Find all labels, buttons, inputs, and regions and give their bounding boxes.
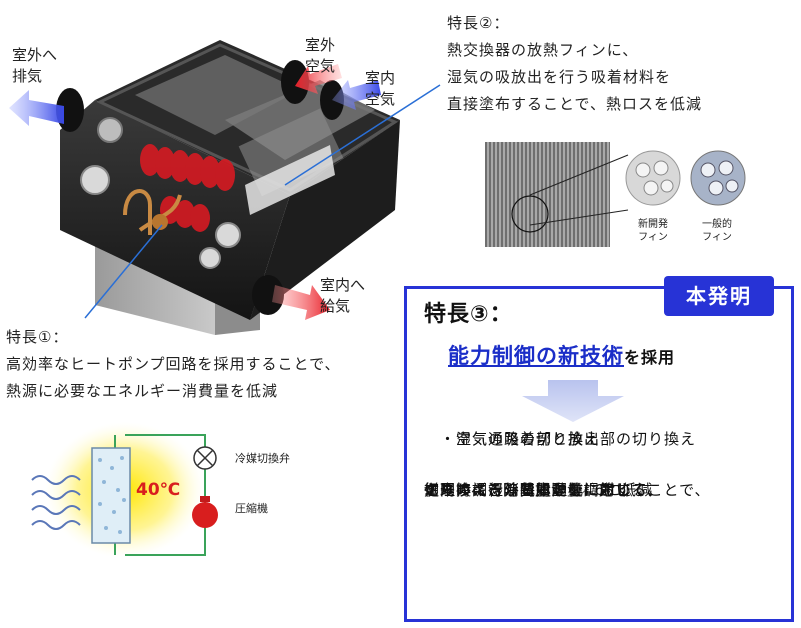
indoor-air-label-line2: 空気 xyxy=(365,90,396,108)
copper-piping xyxy=(123,189,182,235)
exchanger-dots xyxy=(98,456,126,534)
heat-exchanger-block xyxy=(91,447,131,544)
exhaust-label-line2: 排気 xyxy=(12,67,43,85)
exhaust-label: 室外へ 排気 xyxy=(12,45,57,87)
new-fin-label: 新開発 フィン xyxy=(638,218,668,244)
invention-badge: 本発明 xyxy=(664,276,774,316)
circuit-wire xyxy=(125,434,206,556)
general-fin-label-line1: 一般的 xyxy=(702,219,732,230)
feature3-line: を同時に行う基本動作において、 xyxy=(424,481,663,499)
feature1-text: 特長①： 高効率なヒートポンプ回路を採用することで、 熱源に必要なエネルギー消費… xyxy=(6,324,341,405)
fin-photo xyxy=(485,142,610,247)
callout-line-feature1 xyxy=(84,224,163,319)
feature3-line: 切り換える時間間隔を調節することで、 xyxy=(424,481,711,499)
duct-ports xyxy=(56,60,344,315)
feature2-line: 直接塗布することで、熱ロスを低減 xyxy=(447,95,702,113)
exhaust-label-line1: 室外へ xyxy=(12,46,58,64)
feature1-line: 高効率なヒートポンプ回路を採用することで、 xyxy=(6,355,341,373)
feature3-box xyxy=(404,286,794,622)
general-fin-closeup xyxy=(690,150,746,206)
feature3-title: 特長③： xyxy=(424,302,513,327)
feature3-line: 従来の調湿外気処理機に対して xyxy=(424,481,648,499)
new-fin-label-line2: フィン xyxy=(638,232,668,243)
supply-label-line1: 室内へ xyxy=(320,276,366,294)
new-fin-closeup xyxy=(625,150,681,206)
red-coil xyxy=(140,144,235,232)
feature3-bullet: ・湿気の吸着部と放出部の切り換え xyxy=(440,430,697,448)
outdoor-air-label-line1: 室外 xyxy=(305,36,336,54)
down-arrow-icon xyxy=(522,380,624,422)
feature3-headline-emphasis: 能力制御の新技術 xyxy=(448,344,624,368)
feature3-bullet: ・空気通路の切り換え xyxy=(440,430,601,448)
outdoor-air-arrow xyxy=(295,64,342,94)
outdoor-air-label: 室外 空気 xyxy=(305,35,335,77)
general-fin-label: 一般的 フィン xyxy=(702,218,732,244)
feature2-line: 湿気の吸放出を行う吸着材料を xyxy=(447,68,672,86)
callout-line-feature2 xyxy=(284,84,441,186)
air-flow-lines xyxy=(31,475,81,530)
exhaust-arrow xyxy=(9,90,64,126)
feature2-line: 熱交換器の放熱フィンに、 xyxy=(447,41,639,59)
temperature-label: 40℃ xyxy=(136,480,181,500)
feature3-line: 処理すべき除・加湿量に応じて、 xyxy=(424,481,663,499)
heat-pump-circuit xyxy=(31,422,218,558)
indoor-air-arrow xyxy=(332,80,381,110)
feature1-title: 特長①： xyxy=(6,328,69,346)
compressor-icon xyxy=(192,496,218,528)
dehumidifier-unit-illustration xyxy=(9,40,441,335)
supply-label-line2: 給気 xyxy=(320,297,351,315)
new-fin-label-line1: 新開発 xyxy=(638,219,668,230)
feature3-line: エネルギー消費量を1／6に低減 xyxy=(424,481,654,499)
feature3-headline-rest: を採用 xyxy=(624,348,676,367)
compressor-label: 圧縮機 xyxy=(235,502,268,515)
supply-arrow xyxy=(272,285,330,320)
general-fin-label-line2: フィン xyxy=(702,232,732,243)
fin-zoom-lines xyxy=(529,154,629,226)
feature2-title: 特長②： xyxy=(447,14,510,32)
feature2-text: 特長②： 熱交換器の放熱フィンに、 湿気の吸放出を行う吸着材料を 直接塗布するこ… xyxy=(447,10,702,118)
supply-label: 室内へ 給気 xyxy=(320,275,365,317)
valve-label: 冷媒切換弁 xyxy=(235,452,290,465)
feature1-line: 熱源に必要なエネルギー消費量を低減 xyxy=(6,382,279,400)
indoor-air-label: 室内 空気 xyxy=(365,68,395,110)
fans xyxy=(80,117,241,269)
refrigerant-valve-icon xyxy=(193,446,217,470)
feature3-headline: 能力制御の新技術を採用 xyxy=(448,340,675,370)
indoor-air-label-line1: 室内 xyxy=(365,69,396,87)
outdoor-air-label-line2: 空気 xyxy=(305,57,336,75)
